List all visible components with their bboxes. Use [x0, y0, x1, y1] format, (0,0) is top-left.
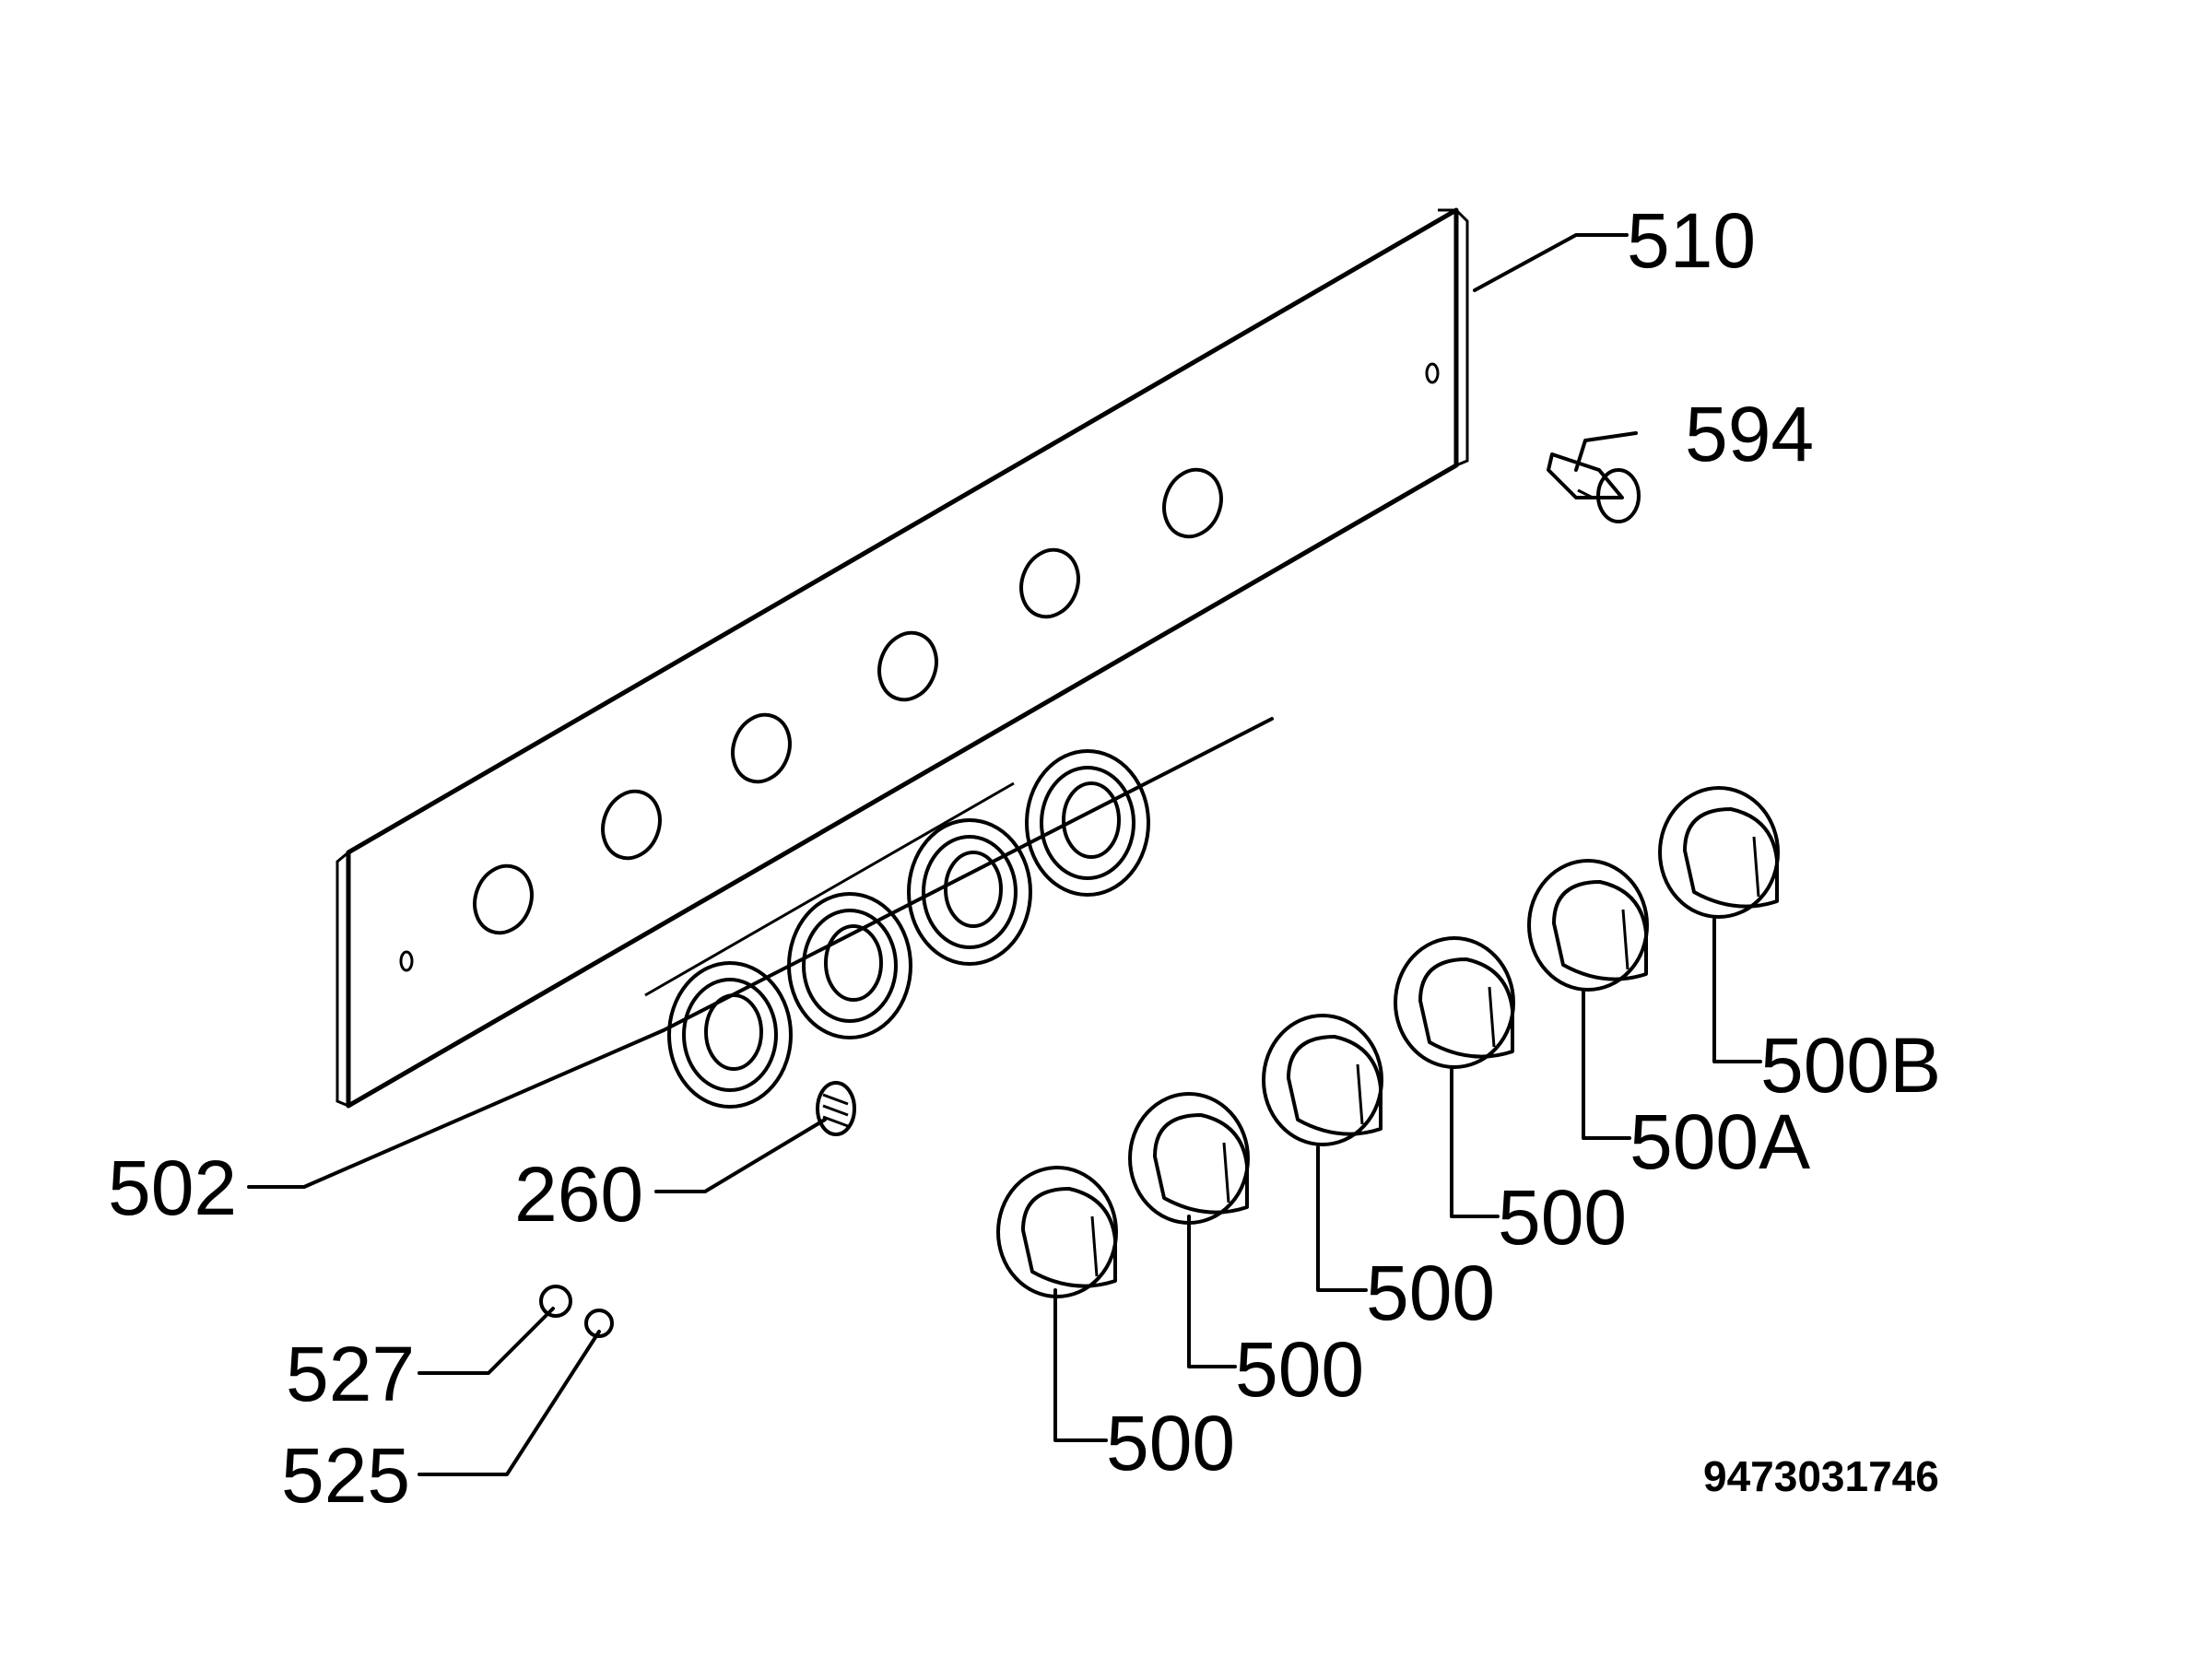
- bezel-ring-4: [1025, 749, 1150, 897]
- part-527-cap: [539, 1285, 572, 1318]
- label-500-4: 500: [1498, 1174, 1627, 1261]
- label-502: 502: [108, 1145, 237, 1231]
- label-500-2: 500: [1235, 1326, 1364, 1413]
- knob-b: [1658, 786, 1780, 919]
- bezel-ring-3: [907, 818, 1032, 966]
- label-500-3: 500: [1366, 1250, 1495, 1336]
- bezel-ring-1: [667, 961, 793, 1109]
- indicator-lamp: [1547, 452, 1641, 523]
- drawing-code: 9473031746: [1703, 1452, 1939, 1500]
- label-527: 527: [286, 1331, 415, 1417]
- knob-4: [1394, 936, 1515, 1069]
- label-510: 510: [1627, 197, 1756, 284]
- label-500b: 500B: [1760, 1022, 1941, 1109]
- label-500a: 500A: [1630, 1098, 1810, 1185]
- spring-part: [816, 1081, 856, 1136]
- knob-a: [1527, 859, 1649, 992]
- knob-2: [1128, 1092, 1250, 1225]
- knob-3: [1262, 1014, 1383, 1146]
- label-525: 525: [281, 1432, 410, 1519]
- bezel-frame: [644, 717, 1274, 1109]
- part-525-cap: [584, 1309, 614, 1338]
- label-500-1: 500: [1106, 1400, 1235, 1486]
- control-panel-plate: [335, 207, 1469, 1109]
- bezel-ring-2: [787, 892, 912, 1039]
- knob-1: [996, 1166, 1118, 1298]
- leader-lines: [247, 233, 1762, 1476]
- label-594: 594: [1685, 391, 1814, 477]
- label-260: 260: [514, 1151, 643, 1238]
